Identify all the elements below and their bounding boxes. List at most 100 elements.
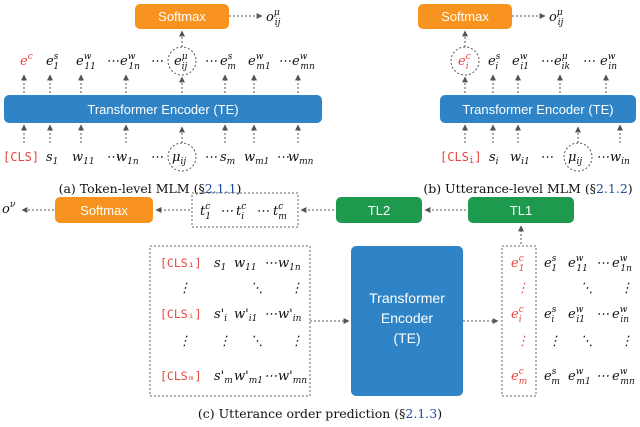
svg-text:ecm: ecm xyxy=(511,367,527,387)
svg-text:⋯: ⋯ xyxy=(106,54,119,69)
softmax-box-a xyxy=(135,4,229,29)
encoder-box-c xyxy=(351,246,463,396)
softmax-label-c: Softmax xyxy=(80,203,128,218)
svg-text:⋯: ⋯ xyxy=(278,54,291,69)
caption-b: (b) Utterance-level MLM (§2.1.2) xyxy=(423,181,632,196)
svg-text:⋯: ⋯ xyxy=(540,54,553,69)
svg-text:w'i1: w'i1 xyxy=(234,307,257,324)
svg-text:esm: esm xyxy=(544,367,560,387)
encoder-line-1: Transformer xyxy=(369,290,445,306)
softmax-box-b xyxy=(418,4,512,29)
svg-text:⋮: ⋮ xyxy=(516,281,529,296)
svg-text:w1n: w1n xyxy=(278,256,301,273)
w1n-a: w1n xyxy=(116,150,139,167)
cls-output-box xyxy=(501,245,537,397)
svg-text:es1: es1 xyxy=(544,254,557,274)
clsi-c: [CLSᵢ] xyxy=(160,307,202,321)
encoder-box-b xyxy=(440,95,636,123)
svg-text:s'm: s'm xyxy=(214,369,233,386)
tl2-box xyxy=(336,197,422,223)
svg-text:⋯: ⋯ xyxy=(276,150,289,165)
svg-text:⋯: ⋯ xyxy=(596,307,609,322)
svg-text:esi: esi xyxy=(544,305,557,325)
softmax-box-c xyxy=(55,197,153,223)
svg-text:⋮: ⋮ xyxy=(178,281,191,296)
svg-text:⋮: ⋮ xyxy=(620,334,633,349)
svg-text:⋯: ⋯ xyxy=(596,150,609,165)
ctx-token-box xyxy=(191,192,299,228)
svg-text:⋯: ⋯ xyxy=(150,150,163,165)
svg-text:w11: w11 xyxy=(234,256,257,273)
svg-text:⋯: ⋯ xyxy=(582,54,595,69)
svg-text:⋯: ⋯ xyxy=(540,150,553,165)
clsm-c: [CLSₘ] xyxy=(160,369,202,383)
input-matrix-box xyxy=(149,245,311,397)
svg-text:s1: s1 xyxy=(214,256,226,273)
mu-b: μij xyxy=(568,150,582,167)
svg-text:w'm1: w'm1 xyxy=(234,369,263,386)
sm-a: sm xyxy=(220,150,235,167)
tl1-box xyxy=(468,197,574,223)
encoder-line-2: Encoder xyxy=(381,310,433,326)
svg-text:⋯: ⋯ xyxy=(264,256,277,271)
svg-text:⋮: ⋮ xyxy=(290,334,303,349)
svg-text:s'i: s'i xyxy=(214,307,227,324)
svg-text:⋯: ⋯ xyxy=(220,204,233,219)
svg-text:⋯: ⋯ xyxy=(106,150,119,165)
svg-text:⋱: ⋱ xyxy=(250,281,263,296)
encoder-box-a xyxy=(4,95,322,123)
svg-text:⋯: ⋯ xyxy=(264,307,277,322)
encoder-label-b: Transformer Encoder (TE) xyxy=(462,102,613,117)
svg-text:⋮: ⋮ xyxy=(178,334,191,349)
svg-text:⋯: ⋯ xyxy=(204,54,217,69)
output-c: oν xyxy=(2,200,16,217)
svg-text:w'mn: w'mn xyxy=(278,369,307,386)
cls-b: [CLSi] xyxy=(440,150,482,166)
svg-text:⋮: ⋮ xyxy=(516,334,529,349)
tl2-label: TL2 xyxy=(368,203,390,218)
svg-text:⋱: ⋱ xyxy=(250,334,263,349)
svg-text:⋮: ⋮ xyxy=(620,281,633,296)
svg-text:eci: eci xyxy=(511,305,524,325)
wi1-b: wi1 xyxy=(510,150,530,167)
svg-text:⋮: ⋮ xyxy=(218,334,231,349)
svg-text:⋱: ⋱ xyxy=(580,281,593,296)
encoder-line-3: (TE) xyxy=(393,330,420,346)
cls1-c: [CLS₁] xyxy=(160,256,202,270)
svg-text:ec1: ec1 xyxy=(511,254,524,274)
svg-text:w'in: w'in xyxy=(278,307,302,324)
svg-text:⋮: ⋮ xyxy=(290,281,303,296)
svg-text:⋱: ⋱ xyxy=(580,334,593,349)
svg-text:⋯: ⋯ xyxy=(596,369,609,384)
cls-a: [CLS] xyxy=(3,150,39,164)
win-b: win xyxy=(610,150,630,167)
svg-text:⋯: ⋯ xyxy=(264,369,277,384)
mu-a: μij xyxy=(172,150,186,167)
softmax-label-b: Softmax xyxy=(441,9,489,24)
w11-a: w11 xyxy=(72,150,95,167)
wm1-a: wm1 xyxy=(244,150,269,167)
svg-text:⋯: ⋯ xyxy=(150,54,163,69)
